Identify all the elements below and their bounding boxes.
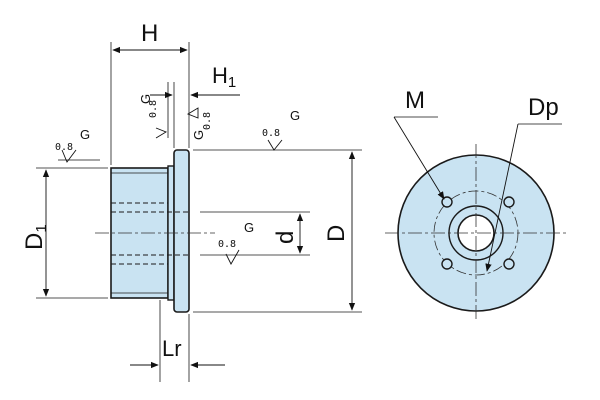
dim-label-d1: D1 [21,224,50,250]
mounting-hole [503,196,515,208]
roughness-symbol-bore: 0.8 G [218,220,254,265]
side-view: H H1 D1 d D Lr 0.8 G 0.8 G [21,20,362,382]
mounting-hole [503,258,515,270]
roughness-symbol-face: 0.8 G [262,108,300,151]
flange [173,149,190,313]
dim-label-small-d: d [272,231,299,244]
roughness-symbol-flange: 0.8 G [186,107,213,140]
svg-text:0.8: 0.8 [55,142,73,153]
svg-text:G: G [244,220,254,235]
leader-m [393,116,445,200]
mounting-hole [441,258,453,270]
roughness-symbol-hub: 0.8 G [55,127,100,163]
bore-hidden-lines [111,202,189,265]
mounting-holes [441,196,515,270]
svg-text:0.8: 0.8 [202,112,213,130]
svg-text:G: G [290,108,300,123]
dim-label-lr: Lr [162,336,182,361]
svg-text:0.8: 0.8 [218,239,236,250]
label-m: M [405,87,425,114]
front-centerlines [385,144,567,322]
dim-label-h1: H1 [212,63,236,91]
mounting-hole [441,196,453,208]
leader-dp [485,123,519,272]
dim-label-large-d: D [323,225,350,242]
extension-lines [36,42,362,382]
dim-label-h: H [141,20,158,47]
svg-text:0.8: 0.8 [148,100,159,118]
svg-text:0.8: 0.8 [262,128,280,139]
label-dp: Dp [528,94,559,121]
svg-text:G: G [138,94,153,104]
svg-text:G: G [191,130,206,140]
roughness-symbol-neck: 0.8 G [138,82,169,139]
front-view: M Dp [385,87,567,322]
svg-text:G: G [80,127,90,142]
